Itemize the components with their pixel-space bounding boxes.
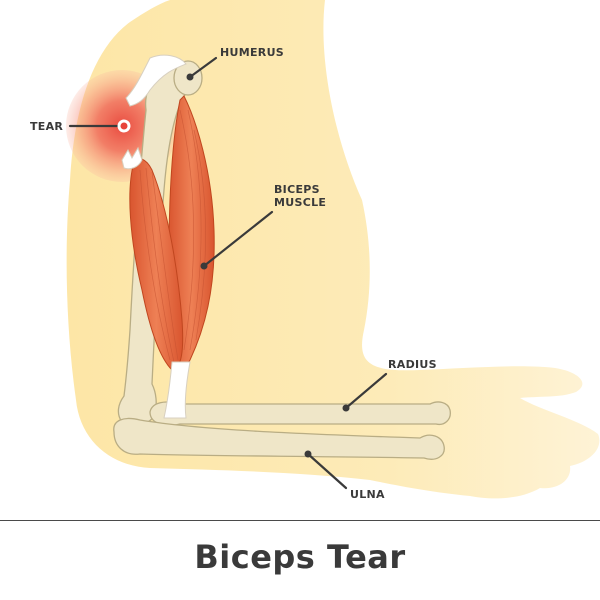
leader-ulna [306, 452, 348, 490]
muscle-fibers [139, 109, 206, 363]
torn-tendon-upper [125, 54, 187, 107]
dot-humerus [186, 73, 194, 81]
arm-anatomy-diagram [66, 0, 600, 499]
leader-radius [344, 372, 388, 410]
arm-skin [66, 0, 600, 499]
radius-bone [149, 401, 451, 427]
label-biceps-line1: BICEPS [274, 183, 320, 196]
label-humerus: HUMERUS [220, 46, 285, 59]
biceps-long-head [129, 158, 184, 371]
tear-marker-center [120, 122, 128, 130]
label-radius: RADIUS [388, 358, 437, 371]
page-title: Biceps Tear [194, 538, 406, 576]
leader-biceps [202, 210, 274, 268]
dot-radius [342, 404, 350, 412]
torn-tendon-lower [121, 146, 143, 170]
title-divider [0, 520, 600, 521]
label-tear: TEAR [30, 120, 64, 133]
label-ulna: ULNA [350, 488, 385, 501]
dot-ulna [304, 450, 312, 458]
dot-biceps [200, 262, 208, 270]
leader-humerus [188, 56, 218, 79]
ulna-bone [113, 417, 445, 460]
label-biceps-line2: MUSCLE [274, 196, 327, 209]
distal-tendon [163, 361, 191, 419]
